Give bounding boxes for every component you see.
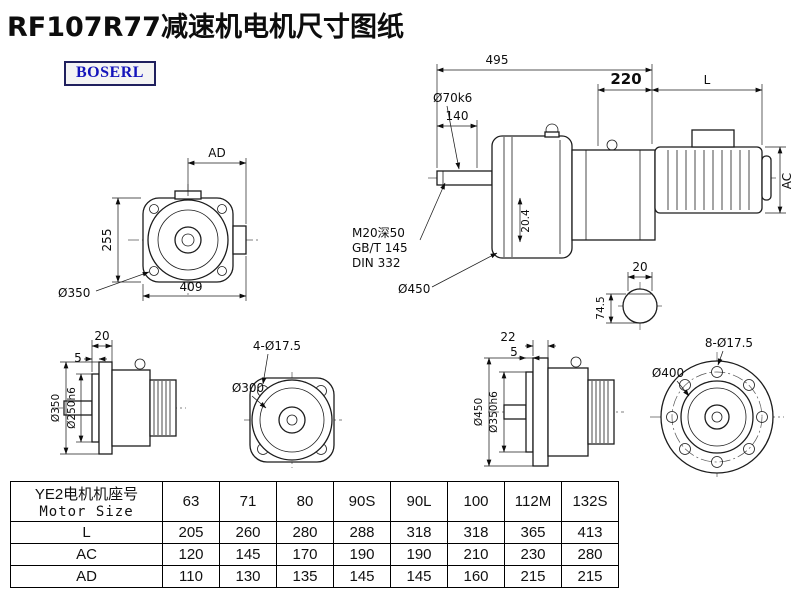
din-note-label: DIN 332 — [352, 256, 400, 270]
dim-140-label: 140 — [446, 109, 469, 123]
cell-AD-112m: 215 — [504, 565, 562, 588]
cell-L-90s: 288 — [333, 521, 391, 544]
size-col-63: 63 — [162, 481, 220, 522]
size-col-90s: 90S — [333, 481, 391, 522]
technical-drawing: 495 140 Ø70k6 220 L AC 20.4 M20深5 — [50, 53, 794, 478]
flange-face-view-8holes: Ø400 8-Ø17.5 — [650, 336, 784, 478]
row-label-L: L — [10, 521, 163, 544]
cell-L-132s: 413 — [561, 521, 619, 544]
table-row-L: L 205 260 280 288 318 318 365 413 — [10, 521, 619, 544]
flange-od-label: Ø450 — [473, 398, 485, 426]
cell-L-71: 260 — [219, 521, 277, 544]
cell-AD-90l: 145 — [390, 565, 448, 588]
cell-AC-132s: 280 — [561, 543, 619, 566]
logo-text: BOSERL — [76, 64, 144, 81]
size-col-80: 80 — [276, 481, 334, 522]
size-col-132s: 132S — [561, 481, 619, 522]
size-col-71: 71 — [219, 481, 277, 522]
gbt-note-label: GB/T 145 — [352, 241, 408, 255]
size-col-100: 100 — [447, 481, 505, 522]
cell-AC-71: 145 — [219, 543, 277, 566]
terminal-box — [691, 129, 735, 148]
dim-409-label: 409 — [180, 280, 203, 294]
lifting-eye-icon — [570, 356, 582, 368]
tap-note-label: M20深50 — [352, 226, 405, 240]
cell-L-90l: 318 — [390, 521, 448, 544]
table-row-AC: AC 120 145 170 190 190 210 230 280 — [10, 543, 619, 566]
table-header-row: YE2电机机座号 Motor Size 63 71 80 90S 90L 100… — [10, 481, 619, 522]
dim-5-label: 5 — [74, 351, 82, 365]
key-width-label: 20 — [632, 260, 647, 274]
motor-size-table: YE2电机机座号 Motor Size 63 71 80 90S 90L 100… — [10, 481, 619, 588]
cell-AD-71: 130 — [219, 565, 277, 588]
key-depth-label: 74.5 — [595, 296, 607, 319]
cell-AD-132s: 215 — [561, 565, 619, 588]
motor-size-header: YE2电机机座号 Motor Size — [10, 481, 163, 522]
lifting-eye-icon — [606, 139, 618, 151]
cell-AC-80: 170 — [276, 543, 334, 566]
cell-AD-90s: 145 — [333, 565, 391, 588]
table-row-AD: AD 110 130 135 145 145 160 215 215 — [10, 565, 619, 588]
dim-20-4-label: 20.4 — [520, 209, 532, 233]
spigot-dia-label: Ø250h6 — [66, 387, 78, 429]
cell-AD-80: 135 — [276, 565, 334, 588]
dim-AD-label: AD — [208, 146, 225, 160]
cell-AD-63: 110 — [162, 565, 220, 588]
cell-AC-90l: 190 — [390, 543, 448, 566]
front-diameter-label: Ø350 — [58, 286, 90, 300]
dim-AC-label: AC — [780, 173, 794, 189]
shaft-section-view: 20 74.5 — [595, 260, 662, 330]
cell-L-63: 205 — [162, 521, 220, 544]
dim-L-label: L — [704, 73, 711, 87]
lifting-eye-icon — [134, 358, 146, 370]
dim-5-label: 5 — [510, 345, 518, 359]
face-dia-label: Ø300 — [232, 381, 264, 395]
cell-L-100: 318 — [447, 521, 505, 544]
bolt-holes-label: 8-Ø17.5 — [705, 336, 753, 350]
front-view: AD 255 409 Ø350 — [58, 146, 258, 301]
size-col-112m: 112M — [504, 481, 562, 522]
dim-20-label: 20 — [94, 329, 109, 343]
flange-side-view-small: 20 5 Ø350 Ø250h6 — [50, 329, 186, 455]
dim-220-label: 220 — [610, 70, 641, 88]
bolt-holes-label: 4-Ø17.5 — [253, 339, 301, 353]
dim-22-label: 22 — [500, 330, 515, 344]
flange-face-view-4holes: 4-Ø17.5 Ø300 — [232, 339, 342, 468]
dim-495-label: 495 — [486, 53, 509, 67]
row-label-AD: AD — [10, 565, 163, 588]
row-label-AC: AC — [10, 543, 163, 566]
header-en: Motor Size — [39, 504, 134, 520]
cell-AC-63: 120 — [162, 543, 220, 566]
boserl-logo: BOSERL — [64, 61, 156, 86]
shaft-diameter-label: Ø70k6 — [433, 91, 472, 105]
housing-diameter-label: Ø450 — [398, 282, 430, 296]
cell-L-80: 280 — [276, 521, 334, 544]
size-col-90l: 90L — [390, 481, 448, 522]
cell-L-112m: 365 — [504, 521, 562, 544]
dim-255-label: 255 — [100, 229, 114, 252]
flange-side-view-large: 22 5 Ø450 Ø350h6 — [473, 330, 624, 467]
main-assembly-view: 495 140 Ø70k6 220 L AC 20.4 M20深5 — [352, 53, 794, 296]
cell-AD-100: 160 — [447, 565, 505, 588]
spigot-dia-label: Ø350h6 — [488, 391, 500, 433]
face-dia-label: Ø400 — [652, 366, 684, 380]
cell-AC-100: 210 — [447, 543, 505, 566]
page-title: RF107R77减速机电机尺寸图纸 — [7, 12, 404, 43]
header-cn: YE2电机机座号 — [34, 486, 139, 503]
flange-od-label: Ø350 — [50, 394, 62, 422]
cell-AC-112m: 230 — [504, 543, 562, 566]
cell-AC-90s: 190 — [333, 543, 391, 566]
